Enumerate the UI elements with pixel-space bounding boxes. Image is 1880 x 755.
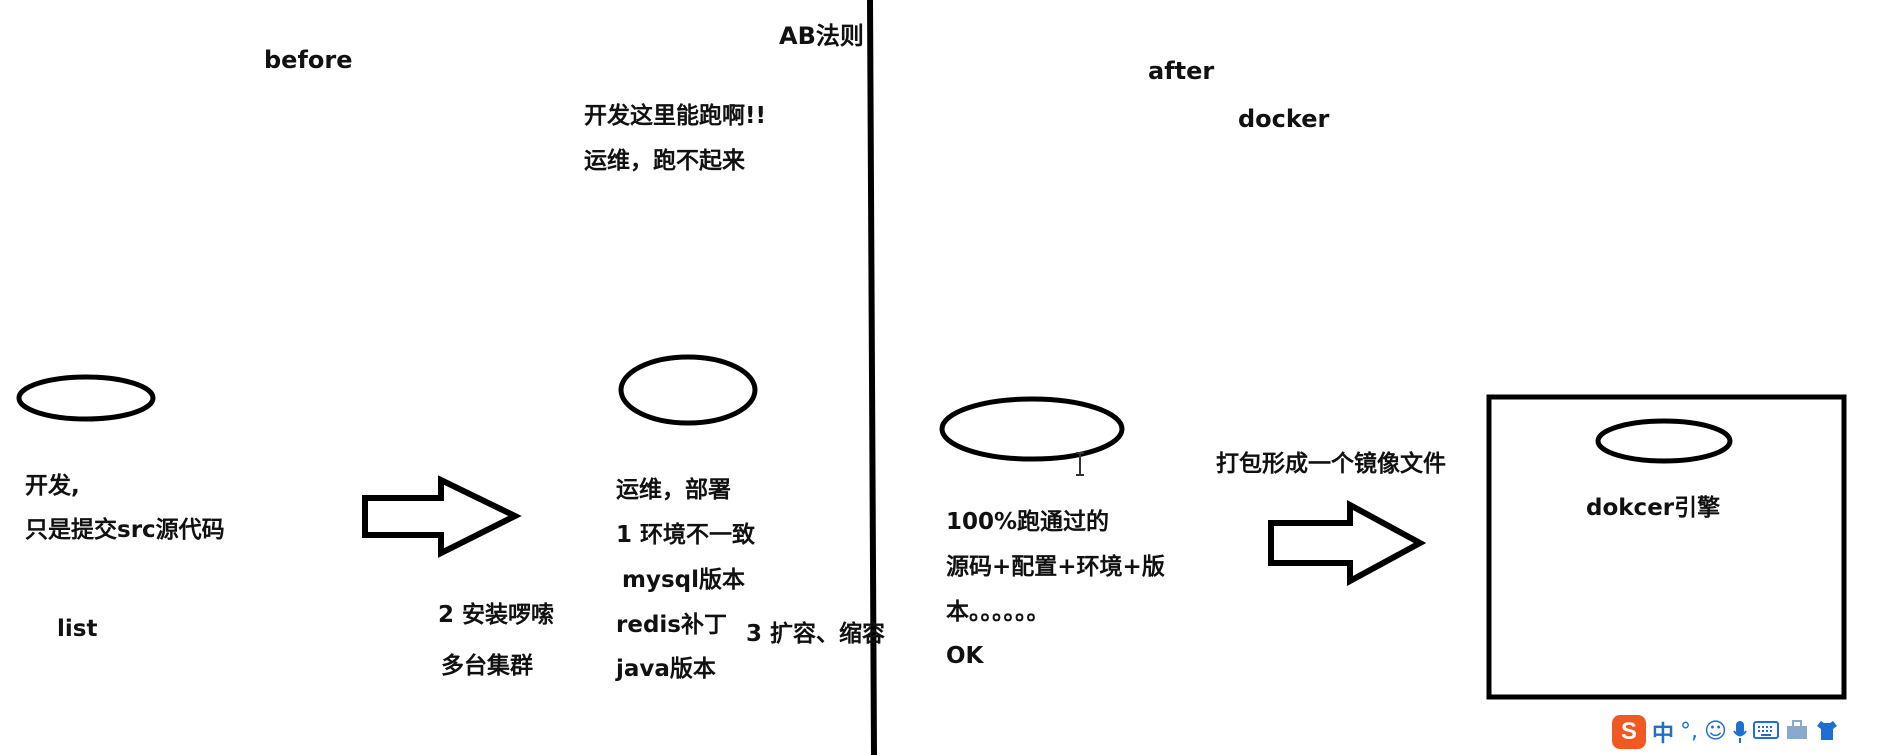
mysql-version-text: mysql版本: [622, 567, 745, 593]
ime-mode-toggle[interactable]: 中: [1652, 722, 1675, 747]
docker-engine-text: dokcer引擎: [1586, 495, 1721, 521]
redis-patch-text: redis补丁: [616, 612, 727, 638]
bundle-line1-text: 源码+配置+环境+版: [946, 554, 1165, 580]
list-text: list: [57, 616, 98, 642]
after-label: after: [1148, 57, 1215, 85]
arrow-after: [1268, 499, 1427, 587]
text-cursor-icon: [1076, 452, 1084, 476]
ab-rule-label: AB法则: [779, 22, 864, 50]
passed-100-text: 100%跑通过的: [946, 509, 1110, 535]
divider-line: [867, 0, 877, 755]
package-image-text: 打包形成一个镜像文件: [1216, 451, 1446, 477]
docker-engine-box: [1486, 394, 1847, 700]
arrow-before: [362, 475, 522, 558]
ops-ellipse: [618, 354, 758, 426]
punctuation-toggle[interactable]: °,: [1680, 719, 1699, 744]
multi-cluster-text: 多台集群: [441, 653, 533, 679]
ops-fails-text: 运维，跑不起来: [584, 148, 745, 174]
ops-deploy-text: 运维，部署: [616, 477, 731, 503]
engine-ellipse: [1595, 418, 1733, 464]
scale-text: 3 扩容、缩容: [746, 621, 886, 647]
ok-text: OK: [946, 643, 984, 669]
shirt-icon[interactable]: [1815, 719, 1839, 745]
java-version-text: java版本: [616, 656, 716, 682]
toolbox-icon[interactable]: [1785, 719, 1809, 745]
microphone-icon[interactable]: [1733, 720, 1747, 744]
dev-submit-text: 只是提交src源代码: [25, 517, 225, 543]
sogou-logo-icon[interactable]: S: [1612, 715, 1646, 749]
docker-label: docker: [1238, 105, 1330, 133]
smiley-icon[interactable]: ☺: [1704, 719, 1727, 744]
before-label: before: [264, 46, 353, 74]
keyboard-icon[interactable]: [1752, 720, 1779, 744]
ime-toolbar[interactable]: S 中 °, ☺: [1612, 712, 1880, 752]
bundle-line2-text: 本。。。。。。: [946, 599, 1050, 625]
dev-runs-text: 开发这里能跑啊!!: [584, 103, 766, 129]
env-inconsistent-text: 1 环境不一致: [616, 522, 756, 548]
image-ellipse: [939, 396, 1125, 462]
install-verbose-text: 2 安装啰嗦: [438, 602, 555, 628]
dev-text: 开发,: [25, 473, 80, 499]
dev-ellipse: [16, 374, 156, 422]
